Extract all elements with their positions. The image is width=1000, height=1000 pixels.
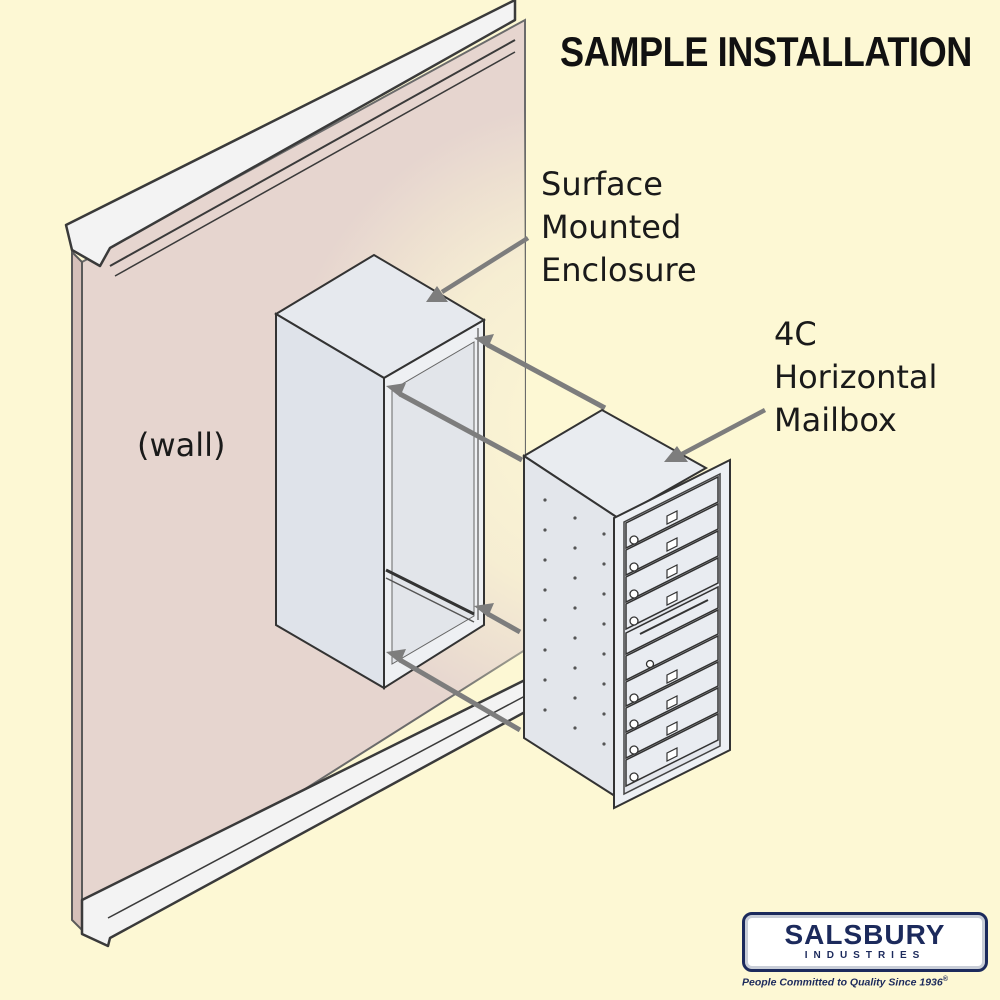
enclosure-label-line-1: Surface	[541, 165, 663, 203]
top-rail-groove	[114, 51, 516, 277]
enclosure-leader	[440, 236, 530, 294]
arrow-3	[486, 611, 522, 635]
4c-horizontal-mailbox	[522, 408, 731, 810]
arrow-2	[398, 391, 524, 463]
door-4	[625, 556, 719, 631]
enclosure-leader-head	[426, 286, 448, 302]
logo-tagline: People Committed to Quality Since 1936®	[742, 976, 992, 989]
baseboard-edge	[107, 695, 526, 919]
surface-mounted-enclosure	[274, 253, 486, 690]
top-rail-edge	[109, 39, 516, 267]
enclosure-label-line-3: Enclosure	[541, 251, 697, 289]
enclosure-side	[275, 312, 385, 690]
mounting-holes	[543, 498, 606, 746]
door-7	[625, 686, 719, 760]
arrowhead-2	[386, 383, 406, 397]
wall-side-edge	[71, 249, 83, 933]
mailbox-leader	[680, 408, 767, 456]
outgoing-mail-panel	[625, 585, 719, 656]
insertion-arrows	[398, 342, 607, 733]
logo-name: SALSBURY	[784, 919, 946, 950]
wall-label: (wall)	[137, 426, 226, 464]
top-rail	[64, 0, 517, 268]
mailbox-doors	[625, 475, 719, 788]
arrow-heads	[386, 334, 494, 663]
enclosure-label-line-2: Mounted	[541, 208, 682, 246]
door-locks	[629, 535, 655, 782]
door-3	[625, 529, 719, 604]
mailbox-leader-head	[664, 446, 688, 462]
door-1	[625, 475, 719, 550]
mailbox-label: 4C Horizontal Mailbox	[774, 313, 937, 442]
arrow-1	[486, 342, 607, 411]
arrow-4	[398, 657, 522, 733]
mailbox-label-line-1: 4C	[774, 315, 817, 353]
door-number-plates	[666, 510, 678, 762]
logo-subtitle: INDUSTRIES	[804, 950, 926, 961]
enclosure-shelf	[385, 568, 475, 616]
arrowhead-3	[474, 603, 494, 617]
arrowhead-1	[474, 334, 494, 348]
enclosure-shelf-lip	[385, 577, 475, 623]
leader-lines	[426, 236, 767, 462]
mailbox-label-line-3: Mailbox	[774, 401, 897, 439]
arrowhead-4	[386, 649, 406, 663]
door-2	[625, 502, 719, 577]
mailbox-label-line-2: Horizontal	[774, 358, 938, 396]
enclosure-label: Surface Mounted Enclosure	[541, 163, 697, 292]
page-title: SAMPLE INSTALLATION	[560, 28, 972, 75]
mail-slot	[639, 599, 709, 635]
logo-tagline-text: People Committed to Quality Since 1936	[742, 976, 943, 989]
door-6	[625, 660, 719, 734]
salsbury-logo: SALSBURY INDUSTRIES	[742, 912, 988, 972]
door-5	[625, 634, 719, 708]
registered-mark: ®	[942, 976, 948, 983]
